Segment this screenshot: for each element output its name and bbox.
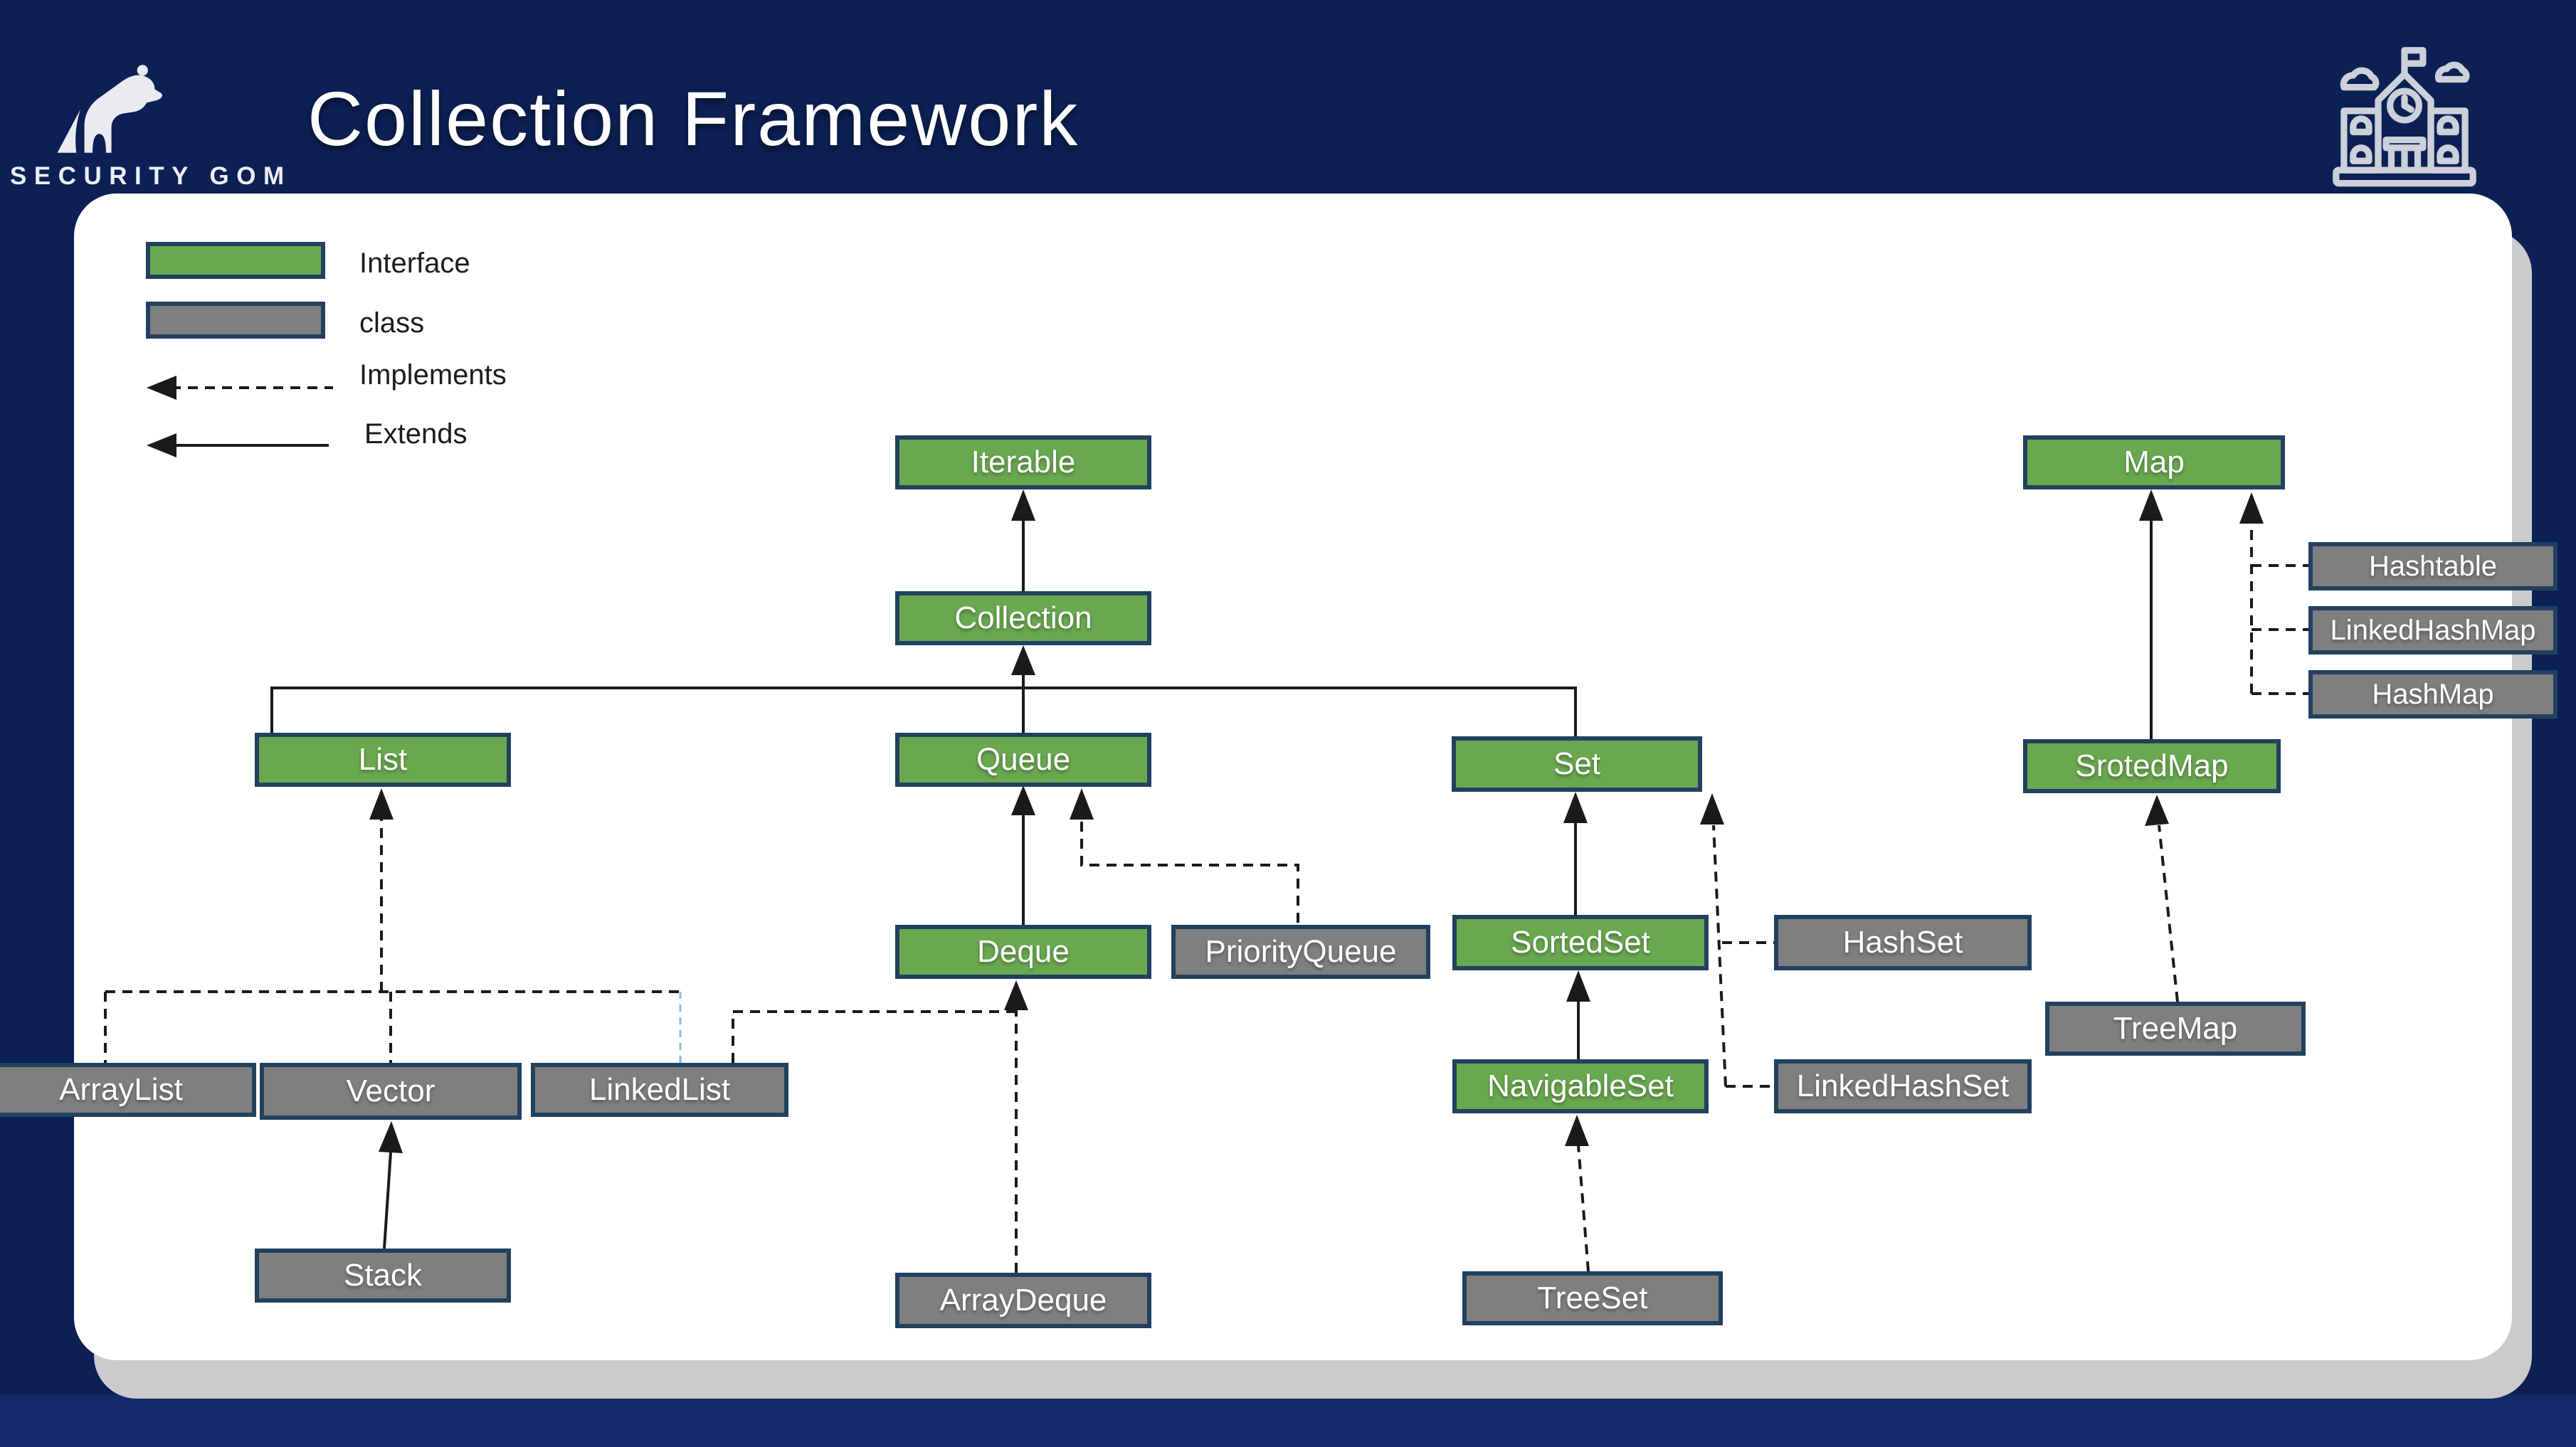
edge-priorityqueue-implements-queue: [1070, 788, 1299, 923]
node-deque: Deque: [895, 925, 1151, 979]
legend-extends-label: Extends: [364, 418, 468, 450]
edge-linkedlist-implements-deque: [732, 1010, 1016, 1063]
edge-sortedset-extends-set: [1563, 792, 1588, 915]
node-stack: Stack: [255, 1249, 511, 1303]
legend-implements-arrow: [147, 376, 333, 400]
edge-hashset-linkedhashset-implements-set: [1700, 793, 1774, 1088]
legend-extends-arrow: [147, 433, 329, 457]
node-hashtable: Hashtable: [2308, 542, 2557, 590]
edge-list-implements-rail: [104, 788, 682, 1063]
edge-treemap-implements-srotedmap: [2145, 795, 2179, 1002]
edge-navigableset-extends-sortedset: [1566, 970, 1590, 1059]
node-sortedset: SortedSet: [1452, 915, 1709, 970]
node-srotedmap: SrotedMap: [2023, 739, 2281, 793]
node-queue: Queue: [895, 733, 1151, 787]
edge-collection-extends-iterable: [1011, 489, 1035, 591]
edge-branch-extends-collection: [1011, 645, 1035, 688]
node-treemap: TreeMap: [2045, 1002, 2306, 1056]
node-map: Map: [2023, 435, 2285, 489]
legend-implements-label: Implements: [359, 359, 507, 391]
bottom-accent-strip: [0, 1394, 2576, 1447]
legend-class-label: class: [359, 307, 425, 339]
polar-bear-logo-icon: [57, 65, 162, 153]
node-linkedlist: LinkedList: [531, 1063, 788, 1117]
node-arraydeque: ArrayDeque: [895, 1273, 1151, 1328]
legend-class-swatch: [146, 302, 325, 339]
edge-stack-extends-vector: [379, 1121, 403, 1249]
edge-srotedmap-extends-map: [2139, 489, 2163, 739]
node-treeset: TreeSet: [1462, 1271, 1723, 1325]
node-vector: Vector: [260, 1063, 522, 1120]
node-set: Set: [1452, 736, 1702, 792]
node-iterable: Iterable: [895, 435, 1151, 489]
node-navigableset: NavigableSet: [1452, 1059, 1709, 1113]
node-linkedhashset: LinkedHashSet: [1774, 1059, 2032, 1113]
legend-interface-label: Interface: [359, 248, 470, 279]
edge-arraydeque-implements-deque: [1004, 980, 1028, 1273]
edge-branch-rail: [270, 687, 1577, 736]
node-linkedhashmap: LinkedHashMap: [2308, 606, 2557, 654]
page-title: Collection Framework: [307, 75, 1080, 161]
legend-interface-swatch: [146, 242, 325, 279]
node-list: List: [255, 733, 511, 787]
node-hashset: HashSet: [1774, 915, 2032, 970]
school-building-icon: [2333, 47, 2476, 187]
brand-name: SECURITY GOM: [10, 162, 292, 190]
node-collection: Collection: [895, 591, 1151, 645]
edge-treeset-implements-navigableset: [1565, 1115, 1590, 1272]
node-priorityqueue: PriorityQueue: [1171, 925, 1430, 979]
node-hashmap: HashMap: [2308, 670, 2557, 719]
node-arraylist: ArrayList: [0, 1063, 256, 1117]
edge-deque-extends-queue: [1011, 785, 1035, 925]
edge-maps-implement-map: [2239, 492, 2308, 695]
